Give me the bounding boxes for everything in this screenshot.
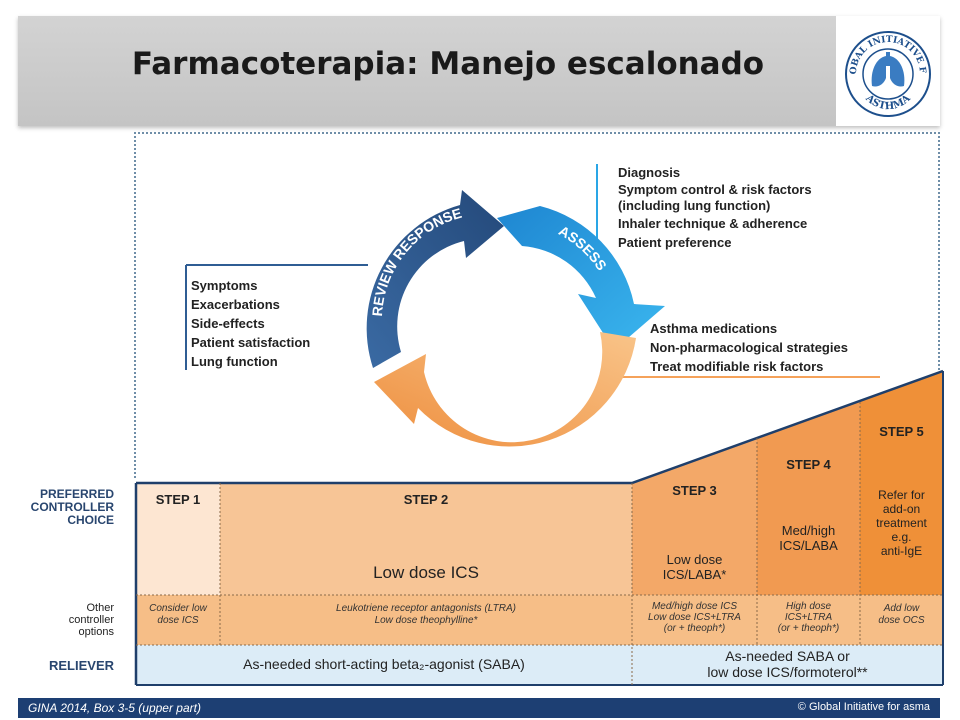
footer-source: GINA 2014, Box 3-5 (upper part) xyxy=(28,701,201,715)
reliever-right: As-needed SABA or low dose ICS/formotero… xyxy=(707,648,868,680)
adjust-list: Asthma medications Non-pharmacological s… xyxy=(650,319,848,376)
adjust-item: Non-pharmacological strategies xyxy=(650,340,848,355)
title-bar: Farmacoterapia: Manejo escalonado xyxy=(18,16,940,126)
other-controller-label: Other controller options xyxy=(68,602,114,638)
step4-preferred: Med/high ICS/LABA xyxy=(779,523,838,553)
step2-preferred: Low dose ICS xyxy=(373,563,479,582)
other-options-row xyxy=(136,595,943,645)
review-list: Symptoms Exacerbations Side-effects Pati… xyxy=(191,276,310,371)
footer-copyright: © Global Initiative for asma xyxy=(797,701,930,713)
step1-box xyxy=(136,483,220,595)
step3-other: Med/high dose ICS Low dose ICS+LTRA (or … xyxy=(648,601,741,634)
assess-list: Diagnosis Symptom control & risk factors… xyxy=(618,163,812,252)
step4-other: High dose ICS+LTRA (or + theoph*) xyxy=(777,601,840,634)
preferred-controller-label: PREFERRED CONTROLLER CHOICE xyxy=(30,487,114,527)
step3-label: STEP 3 xyxy=(672,483,717,498)
reliever-row xyxy=(136,645,943,685)
review-item: Lung function xyxy=(191,354,278,369)
review-item: Symptoms xyxy=(191,278,258,293)
step2-other: Leukotriene receptor antagonists (LTRA) … xyxy=(336,603,516,626)
adjust-treatment-arrow xyxy=(374,332,636,447)
step5-other: Add low dose OCS xyxy=(878,603,925,626)
step4-box xyxy=(757,402,860,595)
review-item: Side-effects xyxy=(191,316,265,331)
gina-logo-graphic: GLOBAL INITIATIVE FOR ASTHMA xyxy=(832,9,931,117)
page-title: Farmacoterapia: Manejo escalonado xyxy=(131,46,765,82)
lung-right-icon xyxy=(890,56,905,87)
step2-box xyxy=(220,483,632,595)
assess-item: Diagnosis xyxy=(618,165,681,180)
cycle-frame xyxy=(134,132,940,478)
step5-box xyxy=(860,371,943,595)
assess-item: Patient preference xyxy=(618,235,732,250)
adjust-item: Treat modifiable risk factors xyxy=(650,359,824,374)
adjust-item: Asthma medications xyxy=(650,321,778,336)
step1-other: Consider low dose ICS xyxy=(149,603,207,626)
assess-item: Symptom control & risk factors xyxy=(618,182,812,197)
step3-box xyxy=(632,438,757,595)
step4-label: STEP 4 xyxy=(786,457,831,472)
review-response-arrow xyxy=(366,190,504,368)
step1-label: STEP 1 xyxy=(155,492,201,507)
assess-item: Inhaler technique & adherence xyxy=(618,216,808,231)
reliever-left: As-needed short-acting beta₂-agonist (SA… xyxy=(243,656,525,672)
review-item: Patient satisfaction xyxy=(191,335,311,350)
review-item: Exacerbations xyxy=(191,297,280,312)
reliever-label: RELIEVER xyxy=(48,658,114,673)
assess-item: (including lung function) xyxy=(618,198,771,213)
step5-preferred: Refer for add-on treatment e.g. anti-IgE xyxy=(876,488,927,558)
lung-left-icon xyxy=(871,56,886,87)
assess-arrow xyxy=(497,206,665,350)
gina-logo: GLOBAL INITIATIVE FOR ASTHMA xyxy=(832,9,940,126)
step2-label: STEP 2 xyxy=(403,492,449,507)
footer-bar: GINA 2014, Box 3-5 (upper part) © Global… xyxy=(18,698,940,718)
step5-label: STEP 5 xyxy=(879,424,924,439)
step3-preferred: Low dose ICS/LABA* xyxy=(662,552,727,582)
